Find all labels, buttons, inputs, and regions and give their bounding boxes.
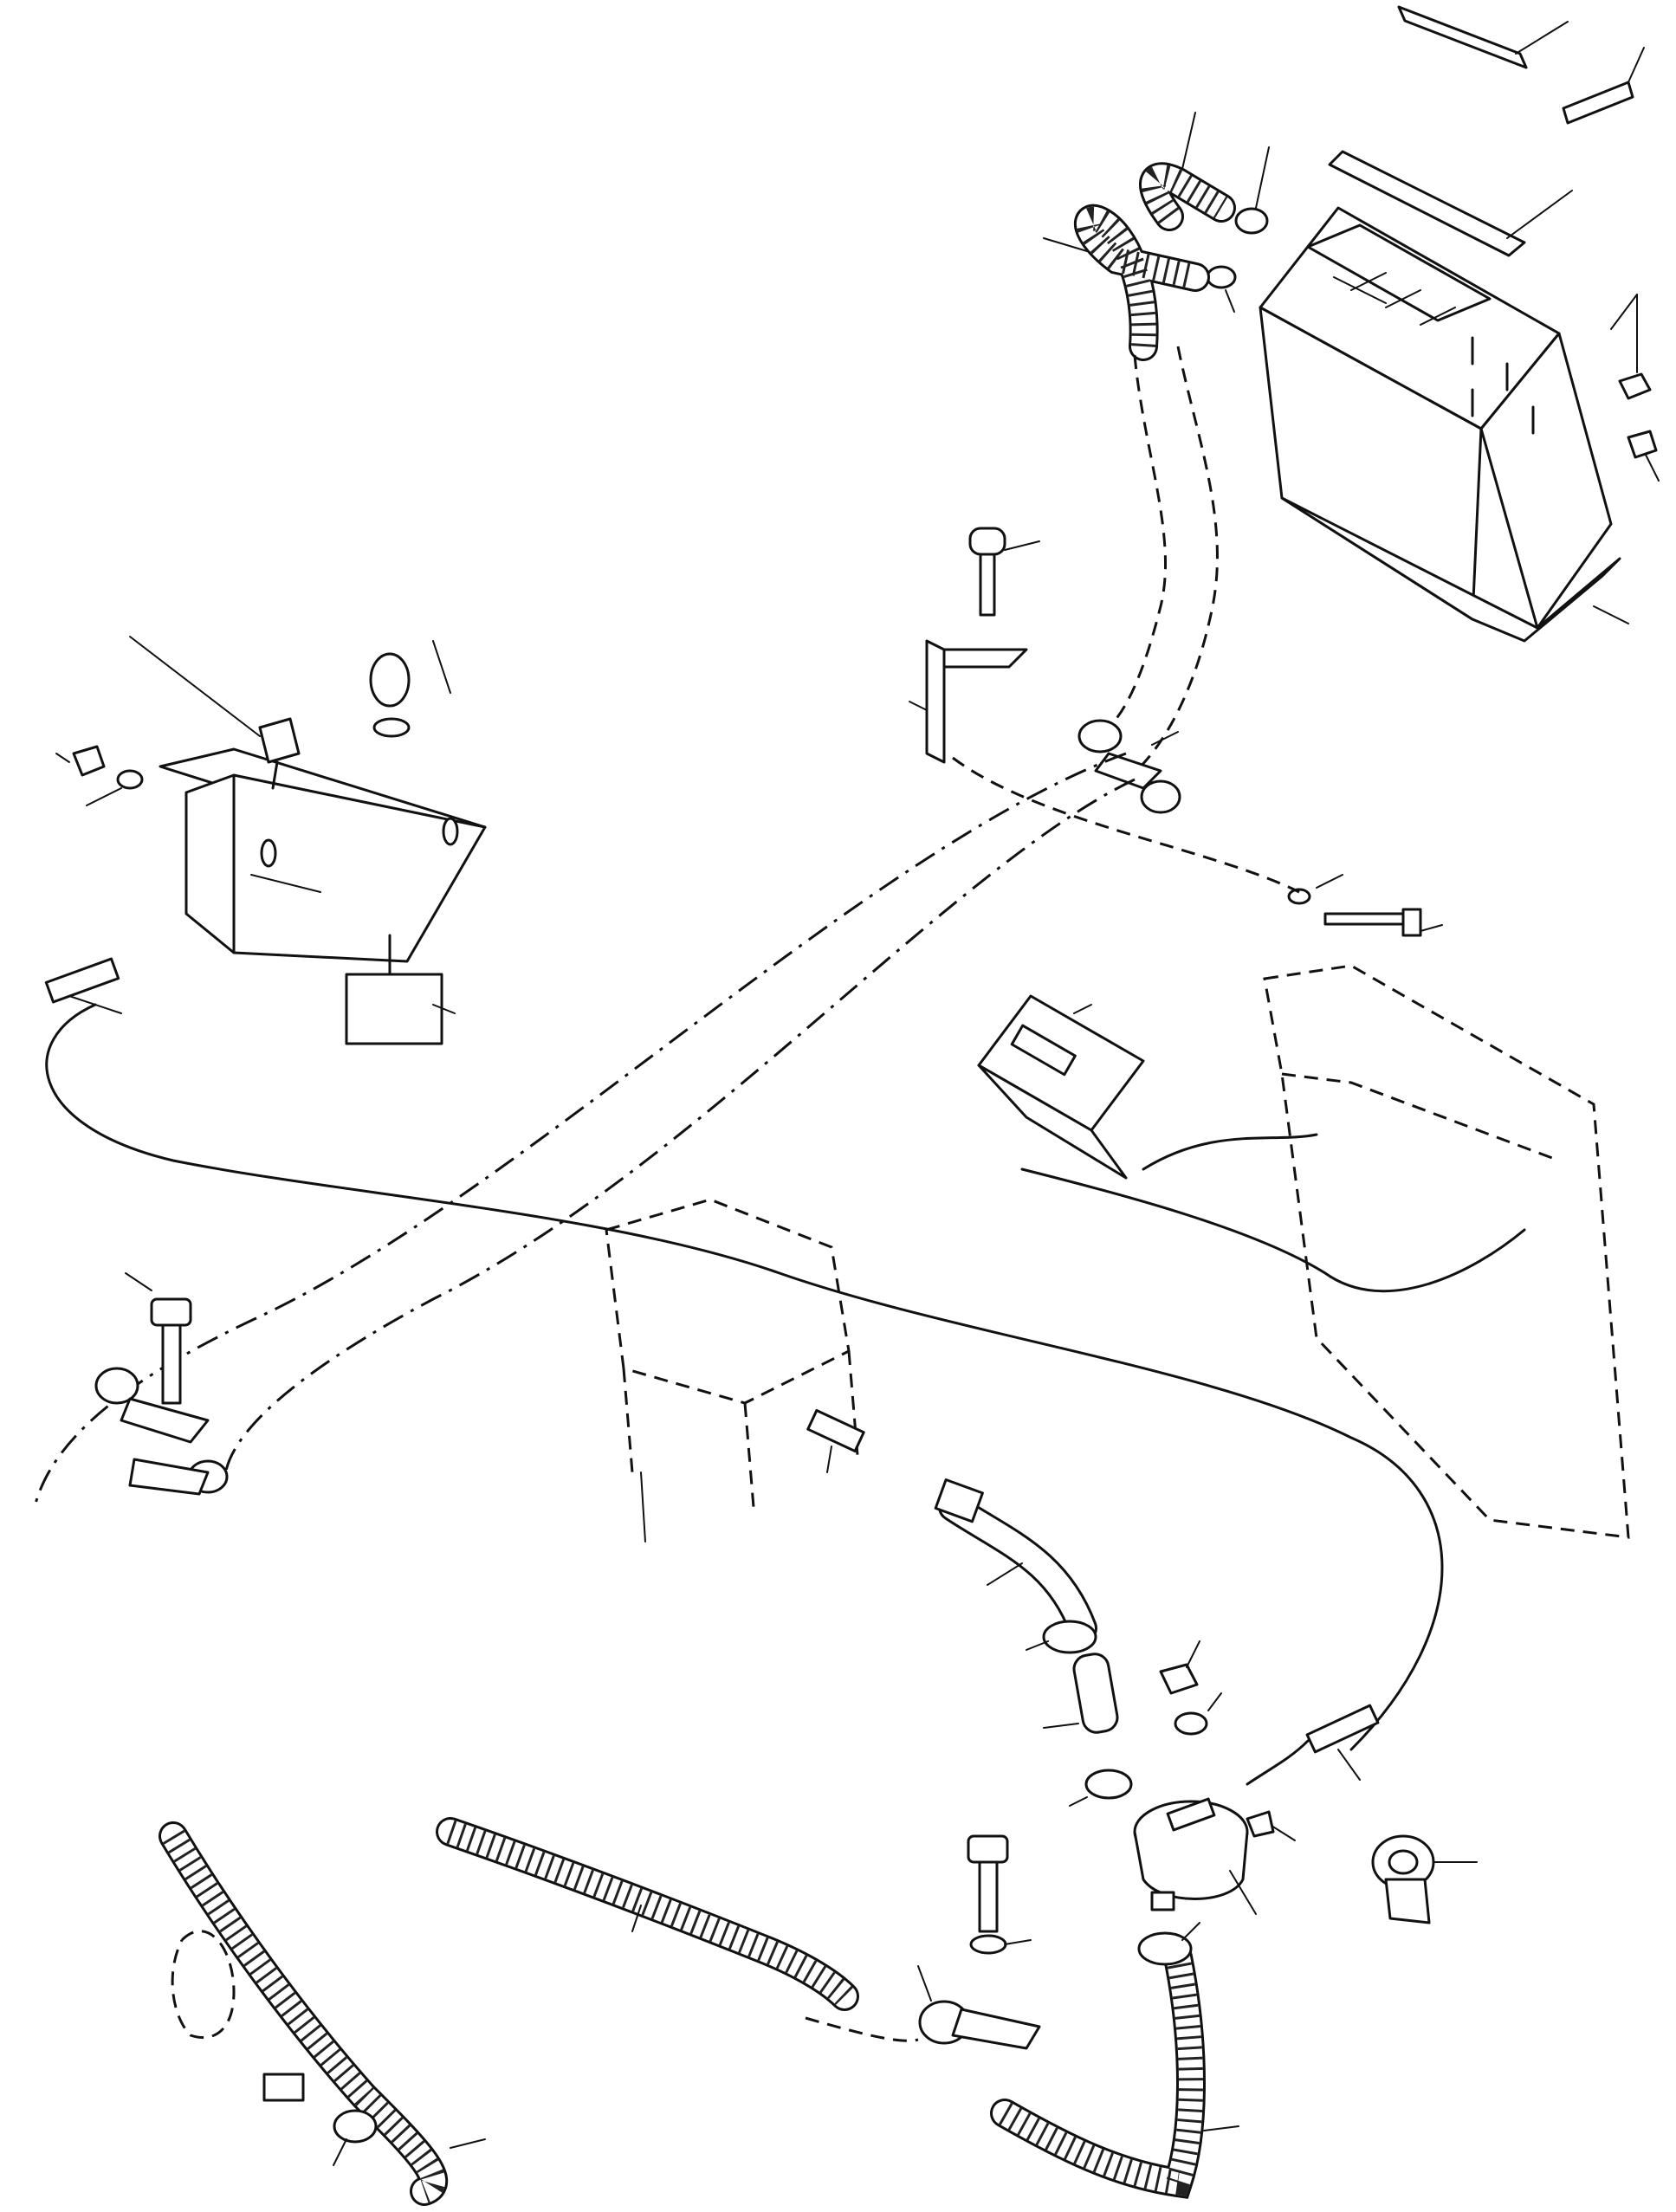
pipe-piece bbox=[1043, 1653, 1119, 1734]
hose-route-bottom bbox=[805, 2016, 919, 2042]
rotary-knob bbox=[369, 640, 451, 738]
nut-washer-control bbox=[55, 745, 144, 806]
heater-control-box bbox=[159, 747, 487, 963]
heater-control-panel bbox=[977, 994, 1145, 1180]
bolt-clamp-left bbox=[125, 1272, 192, 1405]
bolt-clamp-bottom bbox=[967, 1834, 1032, 1955]
dashboard-outline bbox=[1263, 964, 1630, 1539]
coolant-hose-bottom-left bbox=[159, 1821, 486, 2206]
toggle-switch bbox=[129, 636, 301, 790]
nut-valve-side bbox=[1246, 1810, 1296, 1841]
cable-end-right bbox=[1246, 1704, 1380, 1786]
relay bbox=[345, 934, 456, 1045]
coolant-hose-bottom-right bbox=[990, 1943, 1239, 2199]
coolant-hose-radiator-upper bbox=[1139, 112, 1236, 231]
wiring-harness bbox=[1020, 1133, 1526, 1293]
cable-end-left bbox=[44, 957, 122, 1014]
gasket-strip-right bbox=[1562, 47, 1645, 125]
gasket-strip-top bbox=[1397, 5, 1569, 69]
coolant-pipe-bend bbox=[934, 1478, 1097, 1643]
washer-bolt-mid bbox=[1287, 874, 1443, 937]
pipe-clamp-single-right bbox=[1371, 1834, 1478, 1924]
coolant-route-long-2 bbox=[223, 778, 1136, 1491]
pipe-clamp-double-top bbox=[1077, 719, 1181, 814]
hose-clamp-valve-mid bbox=[1069, 1769, 1133, 1807]
hose-route-a bbox=[1125, 346, 1219, 781]
hose-clamp-inlet bbox=[1206, 146, 1270, 313]
hose-route-b bbox=[1107, 354, 1167, 729]
coolant-hose-radiator-lower bbox=[1043, 204, 1210, 361]
bracket-route bbox=[952, 756, 1300, 894]
heater-radiator-core bbox=[1259, 206, 1638, 643]
bolt-nut-radiator bbox=[1618, 294, 1660, 482]
engine-outlet-fitting bbox=[171, 1930, 378, 2166]
water-valve bbox=[1133, 1797, 1257, 1915]
hose-clamp-valve-lower bbox=[1137, 1922, 1200, 1966]
pipe-clamp-bottom bbox=[917, 1965, 1041, 2050]
pipe-clamp-double-left bbox=[94, 1367, 229, 1496]
engine-block bbox=[605, 1198, 859, 1543]
bracket bbox=[909, 639, 1028, 764]
nut-washer-valve bbox=[1159, 1640, 1222, 1736]
pipe-adapter bbox=[806, 1408, 865, 1473]
coolant-hose-bottom-mid bbox=[436, 1817, 859, 2011]
gasket-frame bbox=[1328, 150, 1573, 257]
cable-route bbox=[45, 1003, 1444, 1751]
coolant-route-long-1 bbox=[33, 752, 1127, 1508]
bolt-bracket bbox=[968, 527, 1040, 617]
hose-clamp-valve-upper bbox=[1026, 1620, 1097, 1654]
